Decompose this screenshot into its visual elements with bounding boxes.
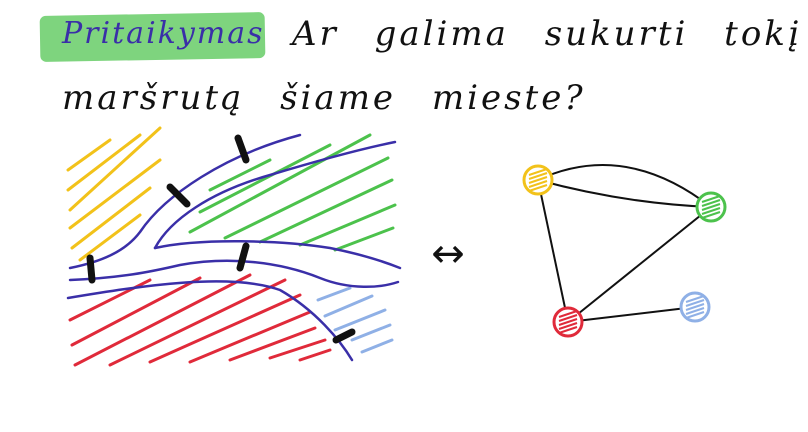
graph-node-green — [695, 191, 727, 223]
graph-edge — [537, 164, 712, 208]
bridge — [86, 254, 96, 284]
bridges — [86, 134, 356, 344]
graph-node-blue — [679, 291, 711, 323]
bridge — [234, 134, 250, 164]
graph-node-red — [552, 306, 584, 338]
bridge — [332, 328, 356, 344]
river — [66, 133, 402, 362]
region-green — [188, 133, 397, 252]
graph-edge — [537, 179, 712, 208]
graph-nodes — [522, 164, 727, 338]
graph-edges — [537, 164, 712, 323]
graph-edge — [567, 306, 696, 323]
graph-edge — [537, 179, 569, 323]
section-label: Pritaikymas — [62, 16, 265, 51]
question-line-1: Ar galima sukurti tokį — [292, 14, 802, 54]
bridge — [236, 242, 250, 272]
region-yellow — [66, 126, 162, 262]
double-arrow: ↔ — [431, 231, 465, 277]
bridge — [166, 183, 191, 208]
question-line-2: maršrutą šiame mieste? — [62, 78, 586, 118]
graph-node-yellow — [522, 164, 554, 196]
region-red — [68, 273, 332, 367]
graph-edge — [567, 206, 712, 323]
region-blue — [316, 286, 394, 354]
graph — [522, 164, 727, 338]
city-map — [66, 126, 402, 367]
